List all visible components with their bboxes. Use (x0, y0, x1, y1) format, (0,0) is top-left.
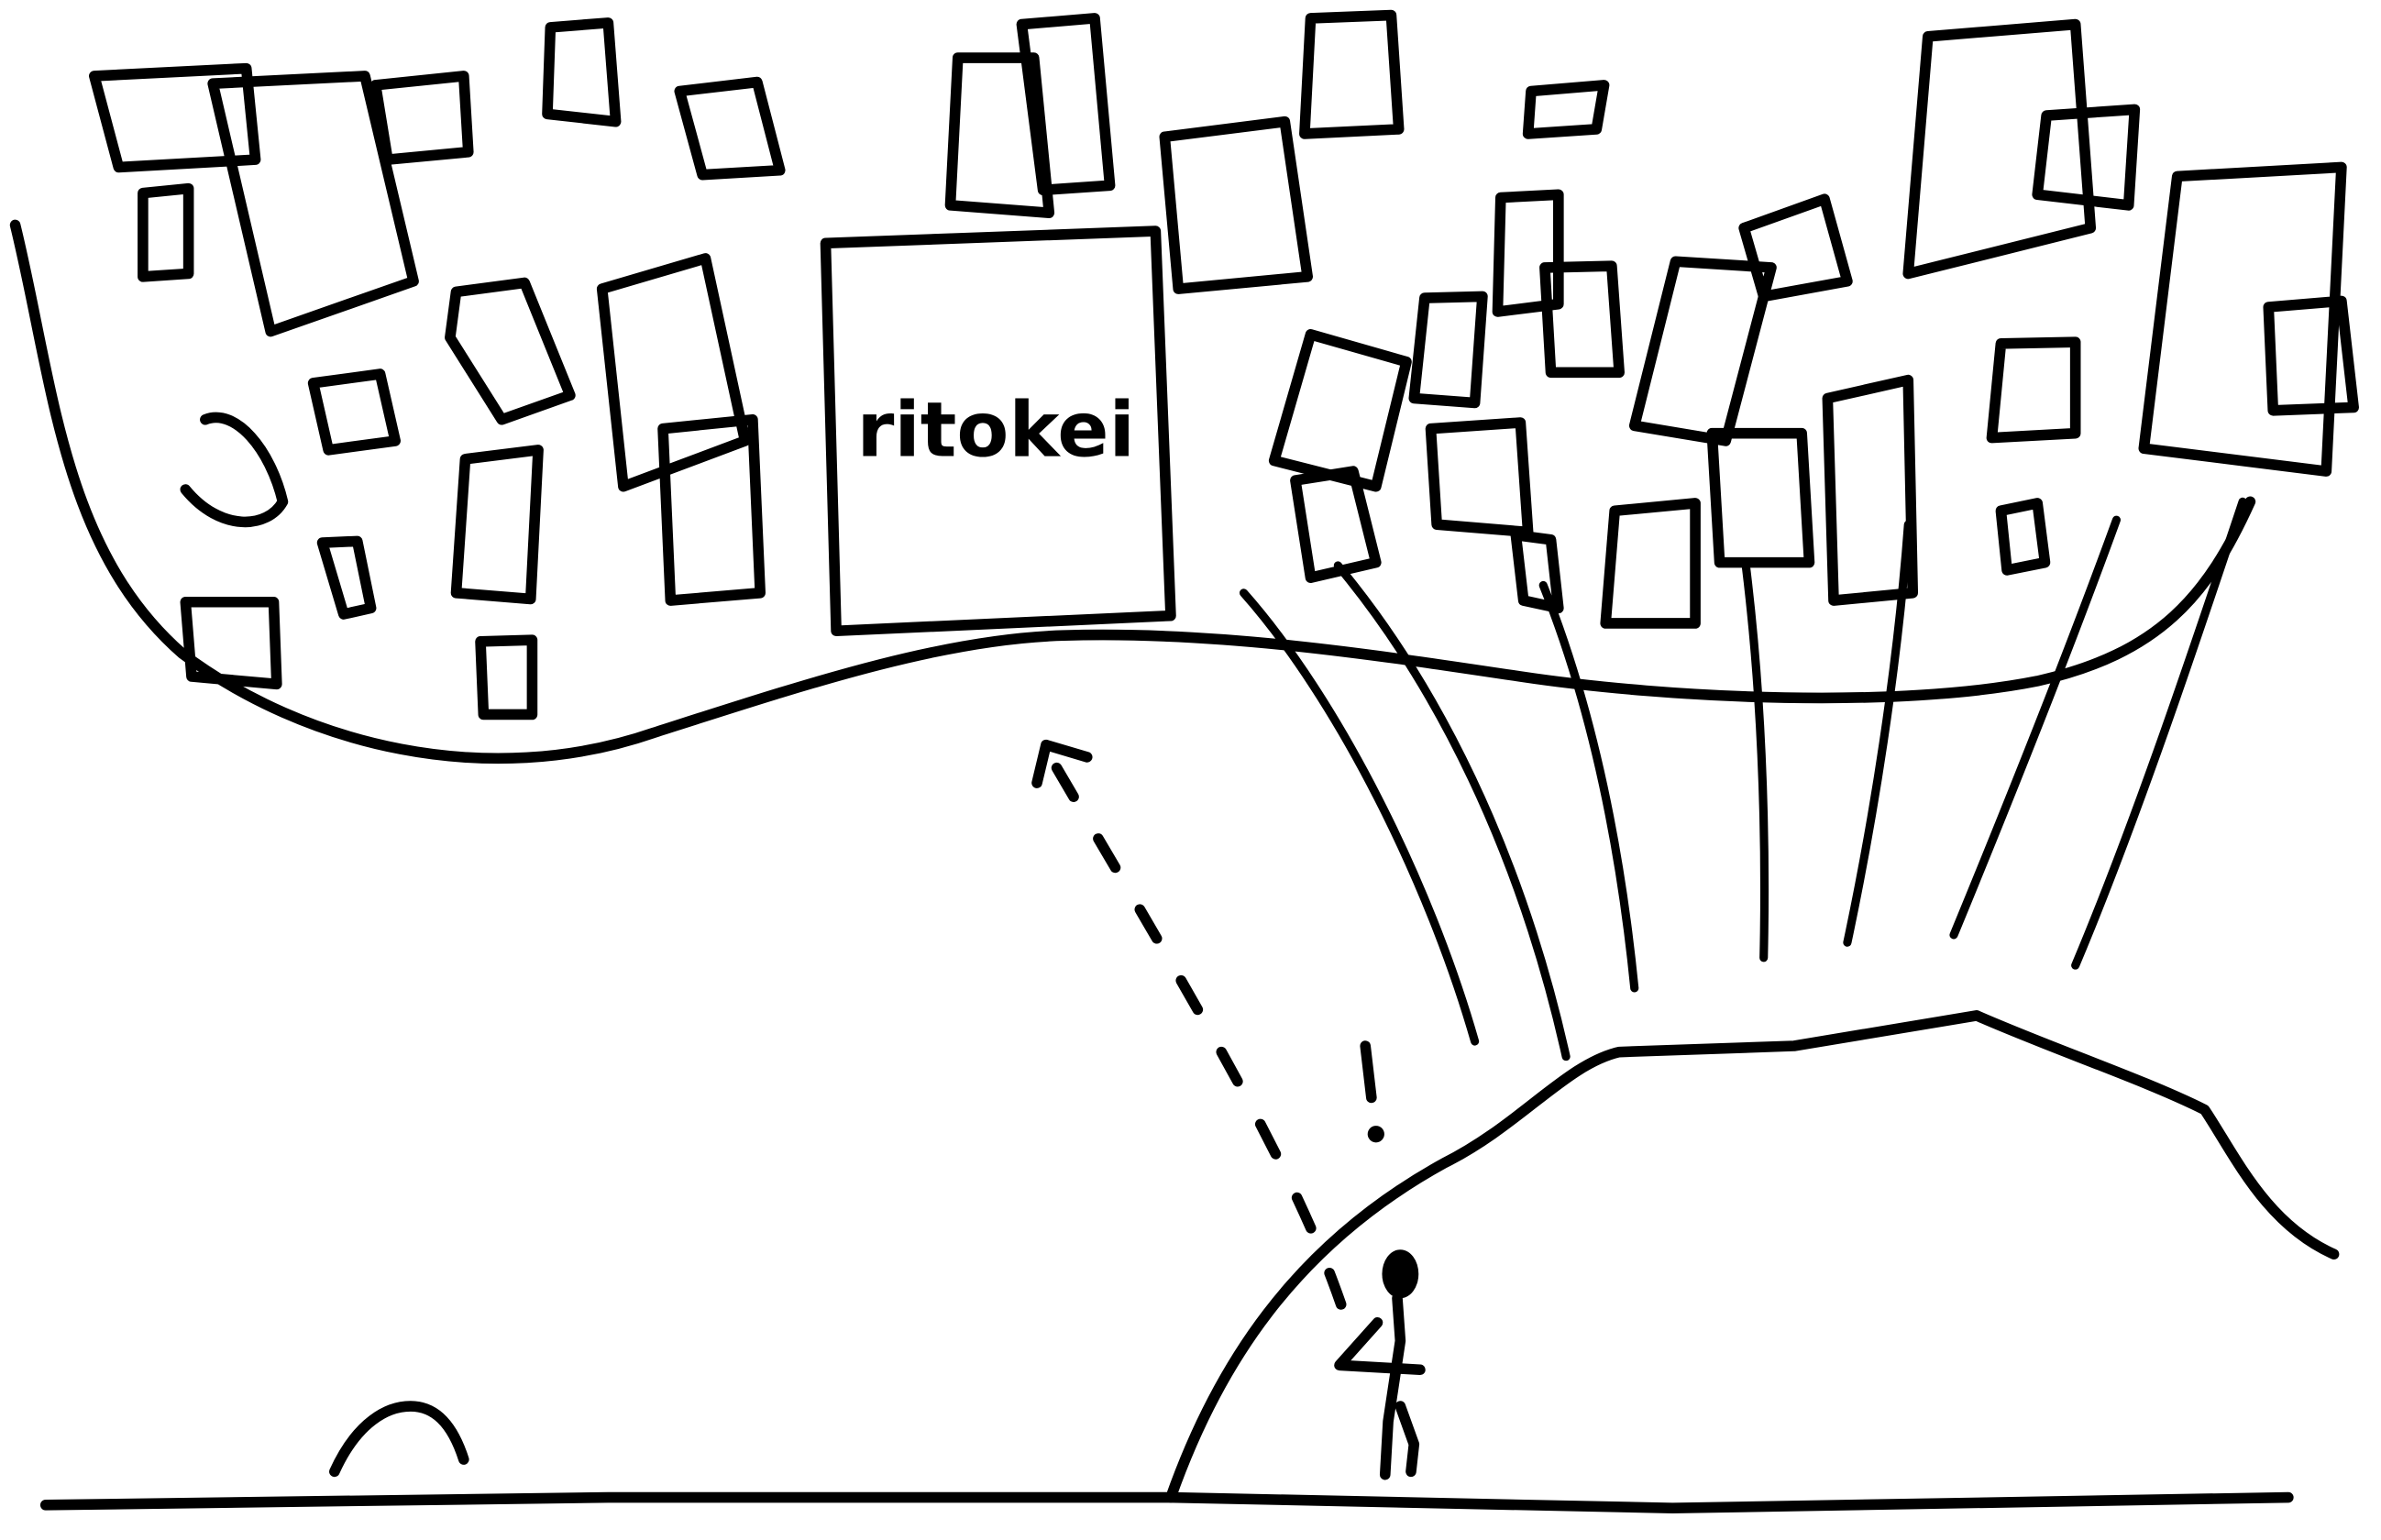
floating-card (1414, 296, 1483, 402)
floating-card (602, 258, 745, 487)
floating-card (1274, 335, 1406, 487)
floating-card (323, 541, 371, 614)
floating-card (185, 417, 282, 522)
person-body (1385, 1298, 1401, 1474)
card-cluster-top (950, 16, 1398, 290)
floating-card (376, 76, 468, 160)
floating-card (1635, 261, 1771, 441)
floating-card (663, 420, 760, 600)
exclamation-icon (1365, 1046, 1384, 1142)
floating-card (480, 640, 532, 714)
falling-line (1847, 524, 1908, 942)
floating-card (457, 450, 539, 600)
falling-line (1543, 585, 1635, 987)
card-cluster-right (1274, 25, 2353, 623)
floating-card (2268, 301, 2353, 410)
ritokei-card-label: ritokei (857, 386, 1135, 475)
dashed-arrow-shaft (1053, 760, 1341, 1304)
falling-lines (1244, 501, 2243, 1056)
floating-card (314, 374, 396, 450)
person-leg (1400, 1406, 1414, 1471)
floating-card (1605, 503, 1695, 623)
ground-line (46, 1498, 2288, 1509)
exclamation-dot (1368, 1126, 1384, 1142)
falling-line (1954, 520, 2116, 935)
floating-card (1431, 423, 1528, 532)
ritokei-card: ritokei (825, 231, 1170, 631)
floating-card (1305, 16, 1399, 134)
falling-line (1746, 563, 1765, 958)
floating-card (1528, 85, 1604, 134)
floating-card (2144, 167, 2342, 471)
floating-card (1908, 25, 2090, 274)
floating-card (547, 23, 616, 122)
floating-card (2001, 503, 2045, 570)
card-cluster-left (94, 23, 780, 715)
person-figure (1339, 1249, 1420, 1474)
floating-card (679, 82, 779, 175)
floating-card (450, 282, 570, 419)
dashed-arrow (1037, 745, 1341, 1304)
floating-card (1991, 342, 2075, 437)
floating-card (1827, 380, 1913, 600)
floating-card (1712, 434, 1809, 563)
exclamation-stroke (1365, 1046, 1372, 1097)
floating-card (143, 189, 189, 277)
floating-card (1744, 199, 1847, 296)
person-head (1382, 1249, 1418, 1298)
hill (1171, 1016, 2334, 1498)
floating-card (1021, 18, 1109, 190)
person-arm (1339, 1323, 1420, 1370)
falling-line (1338, 566, 1566, 1057)
floating-card (1164, 122, 1307, 289)
small-mound (335, 1406, 464, 1471)
